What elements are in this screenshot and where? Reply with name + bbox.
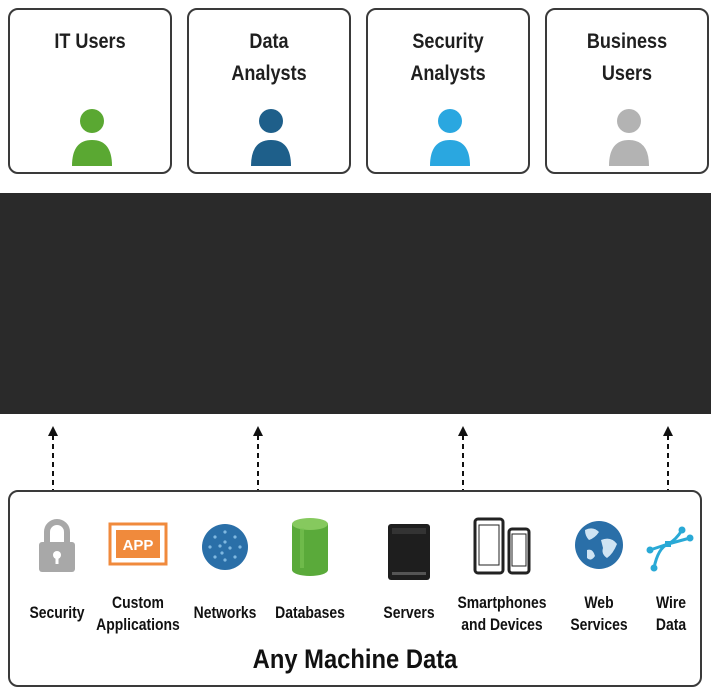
source-label: Security bbox=[29, 603, 85, 622]
user-card-security-analysts: Security Analysts bbox=[366, 8, 530, 174]
user-card-label: Security Analysts bbox=[410, 30, 486, 85]
user-card-it-users: IT Users bbox=[8, 8, 172, 174]
arrowhead-3 bbox=[458, 426, 468, 436]
source-label: Smartphones and Devices bbox=[457, 593, 547, 634]
padlock-icon bbox=[39, 519, 75, 572]
data-flow-arrows bbox=[48, 426, 673, 494]
web-globe-icon bbox=[575, 521, 623, 569]
machine-data-sources-panel: Security APP Custom Applications Network… bbox=[8, 490, 702, 687]
source-security: Security bbox=[29, 492, 85, 642]
source-label: Wire Data bbox=[655, 593, 687, 634]
user-card-label: Business Users bbox=[586, 30, 668, 85]
person-icon bbox=[430, 109, 470, 166]
person-icon bbox=[251, 109, 291, 166]
user-groups-row: IT Users Data Analysts Security Analysts… bbox=[0, 0, 711, 185]
source-label: Custom Applications bbox=[96, 593, 180, 634]
source-smartphones-and-devices: Smartphones and Devices bbox=[457, 492, 547, 642]
user-card-business-users: Business Users bbox=[545, 8, 709, 174]
server-icon bbox=[388, 524, 430, 580]
source-databases: Databases bbox=[275, 492, 345, 642]
app-icon-badge: APP bbox=[123, 537, 154, 554]
source-label: Servers bbox=[383, 603, 435, 622]
source-custom-applications: APP Custom Applications bbox=[96, 492, 180, 642]
user-card-data-analysts: Data Analysts bbox=[187, 8, 351, 174]
database-icon bbox=[292, 518, 328, 576]
network-globe-icon bbox=[202, 524, 248, 570]
dark-platform-band bbox=[0, 193, 711, 414]
source-servers: Servers bbox=[383, 492, 435, 642]
any-machine-data-title: Any Machine Data bbox=[252, 644, 458, 674]
arrowhead-1 bbox=[48, 426, 58, 436]
smartphone-icon bbox=[473, 517, 531, 575]
source-networks: Networks bbox=[194, 492, 256, 642]
user-card-label: Data Analysts bbox=[231, 30, 307, 85]
person-icon bbox=[72, 109, 112, 166]
person-icon bbox=[609, 109, 649, 166]
source-label: Networks bbox=[193, 603, 257, 622]
source-web-services: Web Services bbox=[570, 492, 628, 642]
app-icon: APP bbox=[108, 522, 168, 566]
source-label: Databases bbox=[275, 603, 345, 622]
arrowhead-4 bbox=[663, 426, 673, 436]
source-label: Web Services bbox=[570, 593, 628, 634]
wire-icon bbox=[646, 526, 694, 572]
user-card-label: IT Users bbox=[54, 30, 126, 53]
source-wire-data: Wire Data bbox=[646, 492, 696, 642]
arrowhead-2 bbox=[253, 426, 263, 436]
